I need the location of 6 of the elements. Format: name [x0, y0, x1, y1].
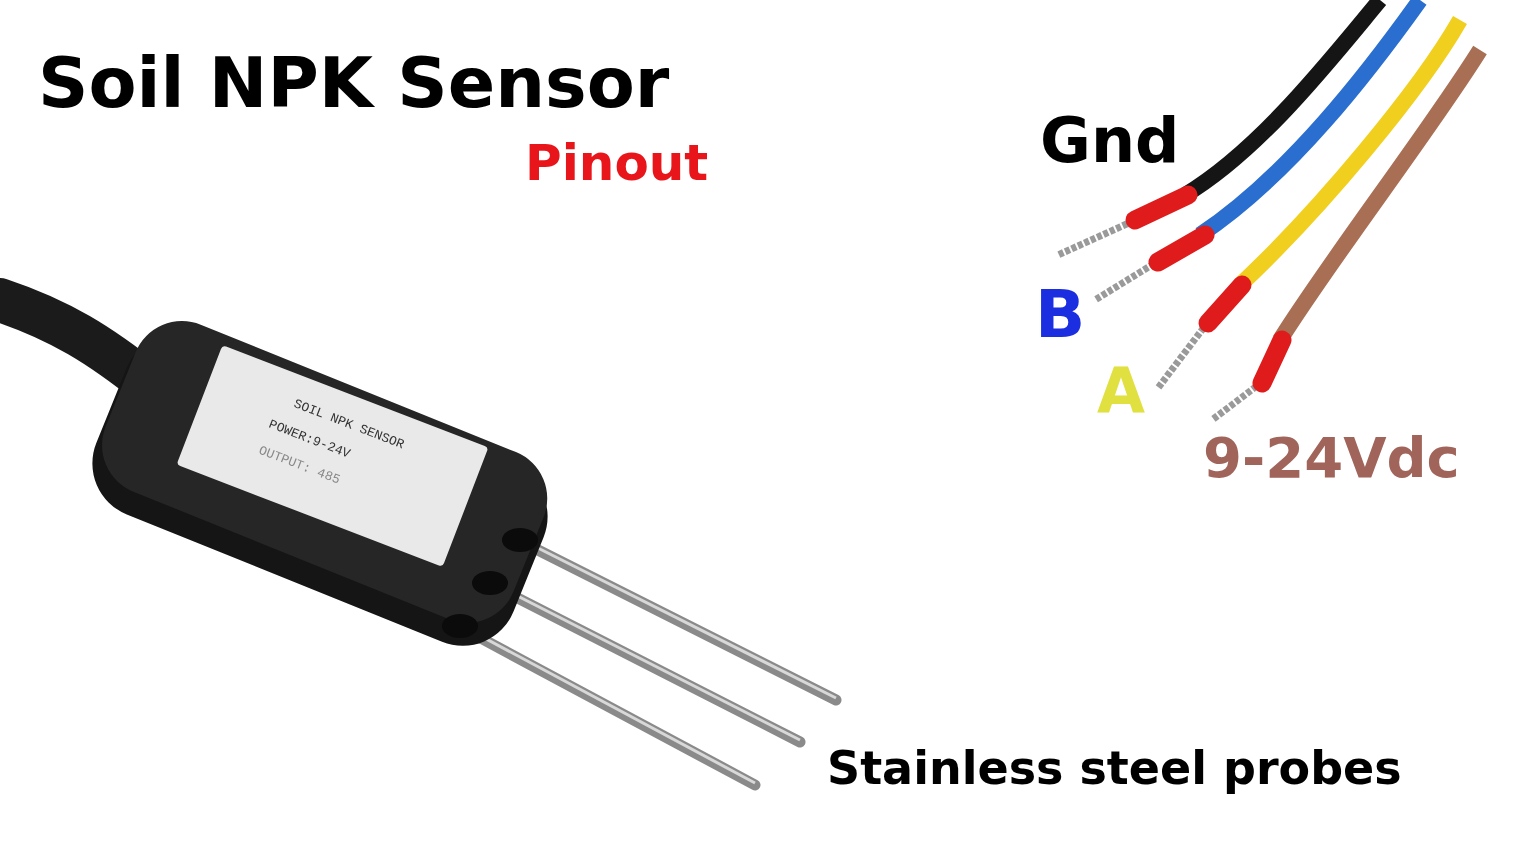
- title: Soil NPK Sensor: [38, 48, 670, 118]
- wire-label: A: [1097, 360, 1145, 422]
- subtitle: Pinout: [525, 138, 709, 188]
- wire-label: 9-24Vdc: [1203, 430, 1460, 486]
- wire-label: Gnd: [1040, 110, 1180, 172]
- wire-label: B: [1035, 282, 1086, 348]
